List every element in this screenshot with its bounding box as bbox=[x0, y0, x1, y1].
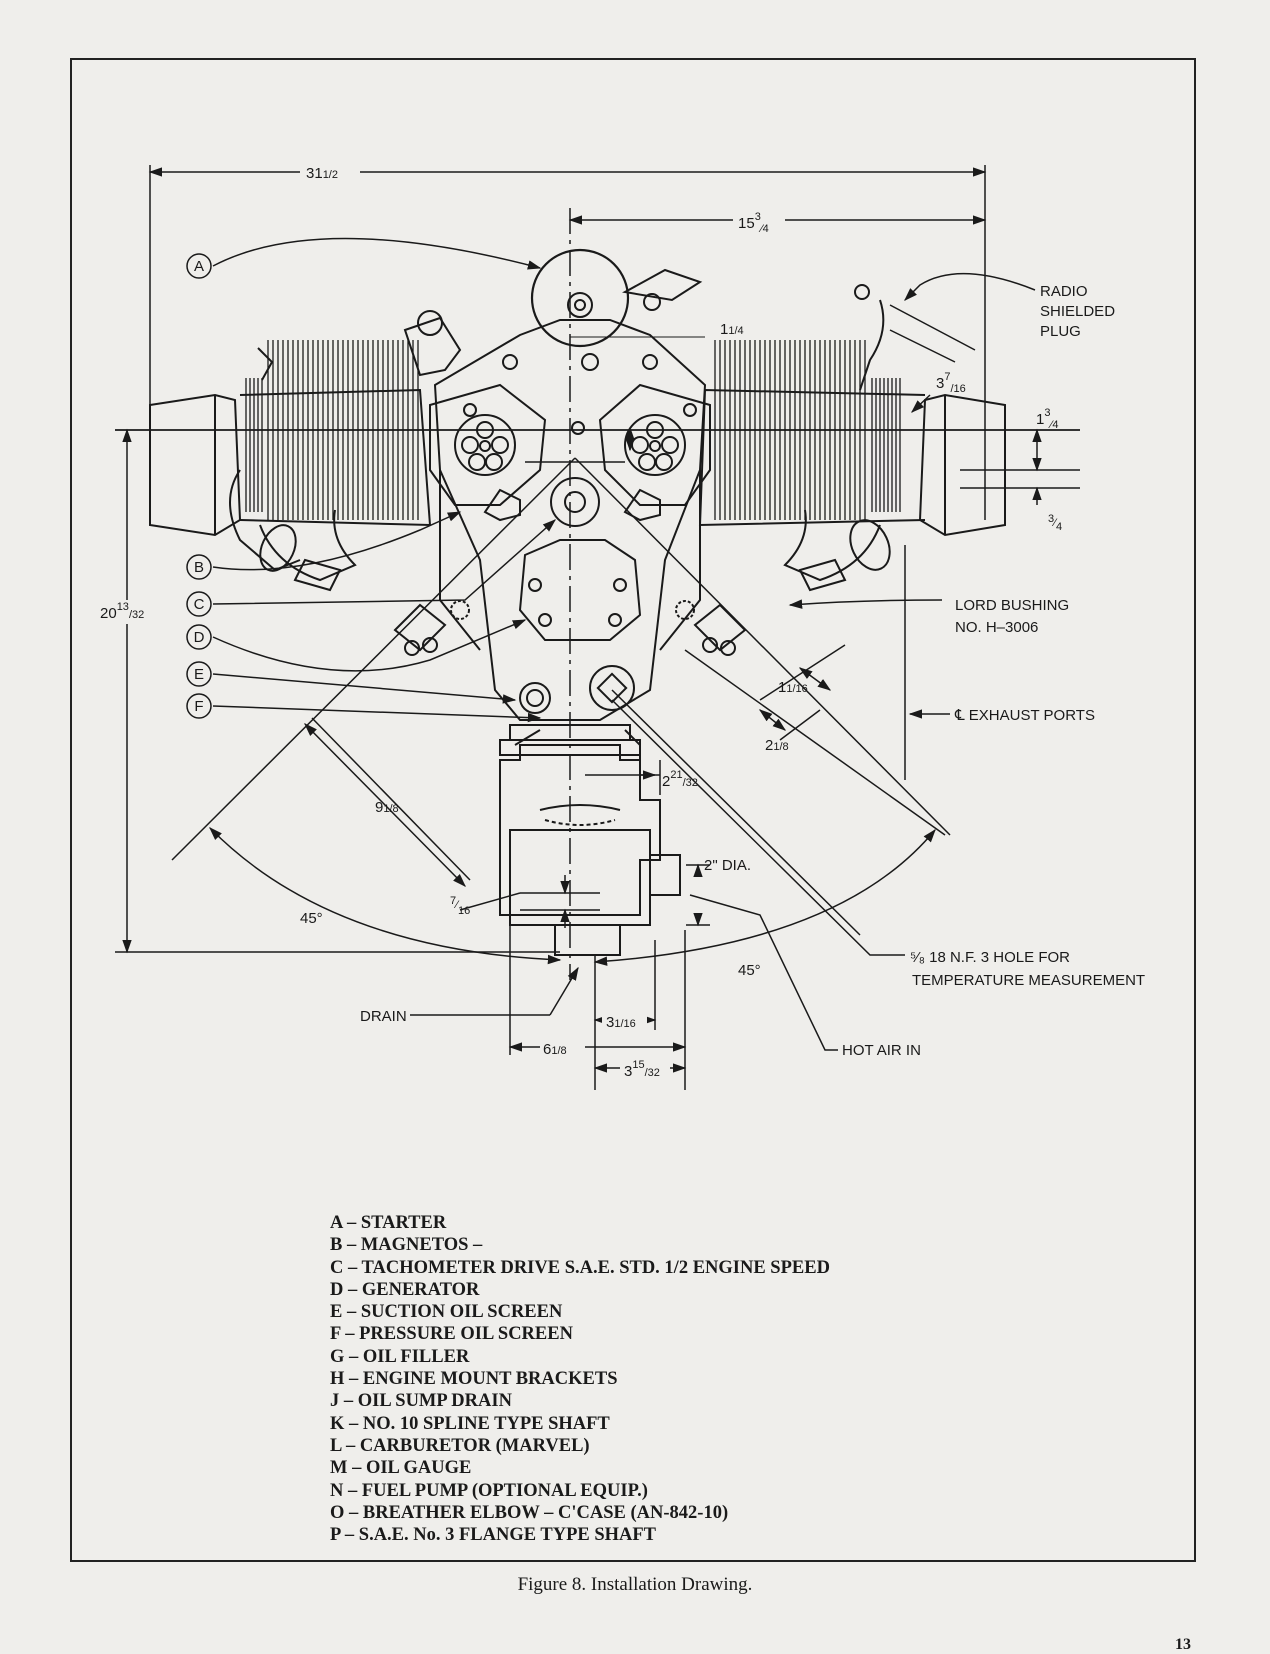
dim-flange: 221/32 bbox=[662, 769, 698, 790]
dim-drain-b: 61/8 bbox=[543, 1041, 567, 1058]
note-hole-2: TEMPERATURE MEASUREMENT bbox=[912, 972, 1145, 989]
figure-frame bbox=[70, 58, 1196, 1562]
note-hot-air: HOT AIR IN bbox=[842, 1042, 921, 1059]
legend-item: D – GENERATOR bbox=[330, 1279, 480, 1300]
dim-overall-width: 311/2 bbox=[306, 165, 338, 182]
callout-b: B bbox=[194, 559, 204, 576]
legend-item: N – FUEL PUMP (OPTIONAL EQUIP.) bbox=[330, 1480, 648, 1501]
dim-half-width: 153⁄4 bbox=[738, 211, 769, 235]
dim-cyl-offset-small: 3⁄4 bbox=[1048, 513, 1062, 533]
legend-item: H – ENGINE MOUNT BRACKETS bbox=[330, 1369, 618, 1390]
dim-cyl-offset: 13⁄4 bbox=[1036, 407, 1058, 431]
angle-right: 45° bbox=[738, 962, 761, 979]
legend-item: C – TACHOMETER DRIVE S.A.E. STD. 1/2 ENG… bbox=[330, 1257, 830, 1278]
dim-drain-a: 31/16 bbox=[606, 1014, 636, 1031]
legend-item: E – SUCTION OIL SCREEN bbox=[330, 1302, 563, 1323]
page-number: 13 bbox=[1175, 1636, 1191, 1653]
dimension-labels: 311/2 153⁄4 2013/32 11/4 37/16 13⁄4 3⁄4 … bbox=[98, 162, 1062, 1080]
callout-letters: A B C D E F bbox=[186, 253, 212, 719]
dim-starter-offset: 11/4 bbox=[720, 321, 744, 338]
dim-plug-offset: 37/16 bbox=[936, 371, 966, 395]
legend-item: F – PRESSURE OIL SCREEN bbox=[330, 1324, 573, 1345]
dim-bushing-b: 21/8 bbox=[765, 737, 789, 754]
note-drain: DRAIN bbox=[360, 1008, 407, 1025]
legend-item: A – STARTER bbox=[330, 1213, 447, 1233]
legend-item: B – MAGNETOS – bbox=[330, 1235, 483, 1256]
note-radio-2: SHIELDED bbox=[1040, 303, 1115, 320]
drawing-notes: RADIO SHIELDED PLUG LORD BUSHING NO. H–3… bbox=[360, 283, 1145, 1059]
dim-bushing-a: 11/16 bbox=[778, 679, 808, 696]
dimension-lines bbox=[115, 165, 1080, 1090]
legend-item: L – CARBURETOR (MARVEL) bbox=[330, 1435, 590, 1456]
figure-caption: Figure 8. Installation Drawing. bbox=[517, 1574, 753, 1595]
note-dia: 2" DIA. bbox=[704, 857, 751, 874]
note-hole-1: ⁵⁄₈ 18 N.F. 3 HOLE FOR bbox=[910, 949, 1070, 966]
dim-carb-offset: 7⁄16 bbox=[450, 895, 470, 917]
note-lord-1: LORD BUSHING bbox=[955, 597, 1069, 614]
note-lord-2: NO. H–3006 bbox=[955, 619, 1038, 636]
legend-item: J – OIL SUMP DRAIN bbox=[330, 1391, 512, 1412]
legend-item: M – OIL GAUGE bbox=[330, 1458, 472, 1479]
note-radio-1: RADIO bbox=[1040, 283, 1088, 300]
legend-item: G – OIL FILLER bbox=[330, 1346, 470, 1367]
angle-left: 45° bbox=[300, 910, 323, 927]
legend-item: P – S.A.E. No. 3 FLANGE TYPE SHAFT bbox=[330, 1525, 657, 1546]
note-exhaust: ℄ EXHAUST PORTS bbox=[954, 707, 1095, 724]
callout-leaders bbox=[212, 237, 1036, 723]
callout-c: C bbox=[194, 596, 205, 613]
note-radio-3: PLUG bbox=[1040, 323, 1081, 340]
callout-a: A bbox=[194, 258, 204, 275]
legend-item: O – BREATHER ELBOW – C'CASE (AN-842-10) bbox=[330, 1502, 729, 1523]
callout-e: E bbox=[194, 666, 204, 683]
dim-mount-span: 91/8 bbox=[375, 799, 399, 816]
dim-drain-c: 315/32 bbox=[624, 1059, 660, 1080]
legend-item: K – NO. 10 SPLINE TYPE SHAFT bbox=[330, 1413, 610, 1434]
callout-f: F bbox=[194, 698, 203, 715]
parts-legend: A – STARTER B – MAGNETOS – C – TACHOMETE… bbox=[330, 1212, 1030, 1546]
callout-d: D bbox=[194, 629, 205, 646]
dim-height: 2013/32 bbox=[100, 601, 144, 622]
